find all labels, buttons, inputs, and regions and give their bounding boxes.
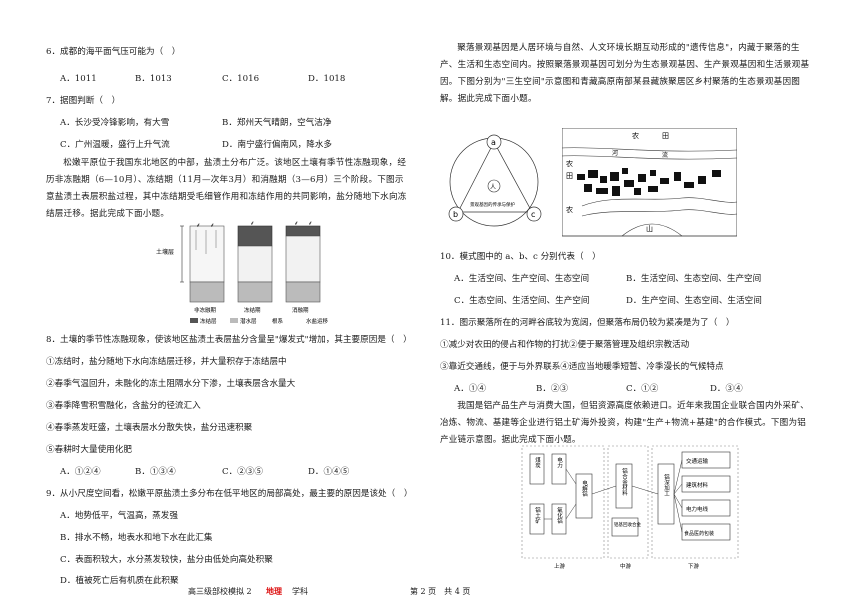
col-label-1: 非冻融期 (194, 306, 217, 314)
q10-option-c: C．生态空间、生活空间、生产空间 (454, 296, 590, 306)
q9-option-c: C．表面积较大，水分蒸发较快，盐分由低处向高处积聚 (60, 555, 273, 565)
map-label-1: 农 (632, 131, 639, 140)
q8-stem: 8．土壤的季节性冻融现象，使该地区盐渍土表层盐分含量呈"爆发式"增加，其主要原因… (46, 335, 412, 345)
q9-option-b: B．排水不畅，地表水和地下水在此汇集 (60, 533, 213, 543)
footer-suffix: 学科 (292, 587, 308, 596)
svg-text:⸙: ⸙ (210, 222, 215, 229)
stage-mid: 中游 (620, 562, 632, 570)
footer-subject: 地理 (266, 586, 282, 596)
legend-migration: 水盐运移 (306, 317, 329, 325)
q7-stem: 7．据图判断（ ） (46, 96, 121, 106)
legend-frozen: 冻结层 (200, 317, 217, 325)
svg-text:⸙: ⸙ (250, 220, 255, 227)
q7-option-a: A．长沙受冷锋影响，有大雪 (60, 118, 170, 128)
q8-item-5: ⑤春耕时大量使用化肥 (46, 445, 132, 455)
q7-option-d: D．南宁盛行偏南风，降水多 (222, 140, 333, 150)
map-label-5: 农 (566, 159, 573, 168)
q10-option-b: B．生活空间、生态空间、生产空间 (626, 274, 762, 284)
soil-salinization-figure: 土壤层 ⸙⸙ ⸙ ⸙⸙ (156, 220, 329, 325)
chain-power: 电力 (556, 456, 563, 470)
map-label-7: 农 (566, 205, 573, 214)
col-label-2: 冻结期 (244, 306, 261, 314)
settlement-map-figure: 农 田 河 流 农 田 农 山 (562, 128, 737, 237)
q11-option-b: B．②③ (536, 384, 569, 394)
node-b: b (453, 210, 458, 219)
q8-option-c: C．②③⑤ (222, 467, 263, 477)
q9-option-d: D．植被死亡后有机质在此积聚 (60, 576, 179, 586)
q10-stem: 10．模式图中的 a、b、c 分别代表（ ） (440, 252, 601, 262)
aluminum-chain-figure: 煤炭 电力 铝土矿 氧化铝 电解铝 铝合金材料 铝深加工 铝基回收合金 交通运输… (521, 445, 739, 570)
stage-down: 下游 (688, 562, 700, 570)
q6-stem: 6．成都的海平面气压可能为（ ） (46, 47, 181, 57)
q11-option-c: C．①② (626, 384, 659, 394)
q7-option-c: C．广州温暖，盛行上升气流 (60, 140, 170, 150)
chain-alloy: 铝合金材料 (621, 467, 628, 497)
soil-layer-label: 土壤层 (156, 248, 174, 256)
inner-text: 景观基因的传承与保护 (470, 201, 515, 208)
q8-item-4: ④春季蒸发旺盛，土壤表层水分散失快，盐分迅速积聚 (46, 423, 253, 433)
map-label-8: 山 (646, 224, 653, 233)
svg-text:⸙: ⸙ (308, 220, 313, 227)
svg-text:⸙: ⸙ (294, 220, 299, 227)
soil-column-3: ⸙⸙ (285, 220, 321, 303)
chain-packaging: 食品医药包装 (684, 530, 714, 537)
q10-option-a: A．生活空间、生产空间、生态空间 (454, 274, 590, 284)
map-label-2: 田 (662, 132, 669, 140)
passage-settlement: 聚落景观基因是人居环境与自然、人文环境长期互动形成的"遗传信息"，内藏于聚落的生… (440, 43, 810, 104)
chain-bauxite: 铝土矿 (534, 506, 541, 525)
q6-option-d: D．1018 (308, 74, 346, 84)
passage-aluminum: 我国是铝产品生产与消费大国，但铝资源高度依赖进口。近年来我国企业联合国内外采矿、… (440, 401, 809, 445)
legend-roots: 根系 (272, 317, 284, 325)
q9-option-a: A．地势低平，气温高，蒸发强 (60, 511, 178, 521)
q6-option-b: B．1013 (135, 74, 172, 84)
q6-option-c: C．1016 (222, 74, 260, 84)
chain-electrolytic: 电解铝 (581, 479, 588, 498)
q8-option-a: A．①②④ (60, 467, 101, 477)
q8-option-b: B．①③④ (135, 467, 176, 477)
q7-option-b: B．郑州天气晴朗，空气洁净 (222, 118, 332, 128)
q11-option-a: A．①④ (454, 384, 486, 394)
node-center: 人 (490, 184, 496, 191)
three-spaces-figure: a b c 人 景观基因的传承与保护 (448, 134, 542, 227)
map-label-6: 田 (566, 172, 573, 180)
col-label-3: 消融期 (292, 306, 309, 314)
soil-column-1: ⸙⸙ (189, 222, 225, 303)
q8-option-d: D．①④⑤ (308, 467, 350, 477)
footer-school: 高三级部校模拟 2 (188, 587, 252, 596)
chain-wire: 电力电线 (686, 505, 709, 513)
chain-recycle: 铝基回收合金 (614, 521, 641, 528)
passage-soil: 松嫩平原位于我国东北地区的中部，盐渍土分布广泛。该地区土壤有季节性冻融现象，经历… (46, 158, 407, 219)
chain-deep: 铝深加工 (663, 473, 670, 497)
map-label-3: 河 (612, 149, 618, 157)
q10-option-d: D．生产空间、生态空间、生活空间 (626, 296, 762, 306)
node-c: c (531, 210, 535, 219)
stage-up: 上游 (554, 562, 566, 570)
q11-line-1: ①减少对农田的侵占和作物的打扰②便于聚落管理及组织宗教活动 (440, 340, 690, 350)
soil-column-2: ⸙ (237, 220, 273, 303)
chain-alumina: 氧化铝 (556, 506, 563, 525)
legend-water: 潜水层 (240, 317, 257, 325)
q9-stem: 9．从小尺度空间看，松嫩平原盐渍土多分布在低平地区的局部高处，最主要的原因是该处… (46, 489, 413, 499)
q8-item-2: ②春季气温回升，未融化的冻土阻隔水分下渗，土壤表层含水量大 (46, 379, 296, 389)
q11-line-2: ③靠近交通线，便于与外界联系④适应当地暖季短暂、冷季漫长的气候特点 (440, 362, 724, 372)
q8-item-3: ③春季降雪积雪融化，含盐分的径流汇入 (46, 401, 201, 411)
q8-item-1: ①冻结时，盐分随地下水向冻结层迁移，并大量积存于冻结层中 (46, 357, 287, 367)
q11-option-d: D．③④ (710, 384, 743, 394)
q11-stem: 11．图示聚落所在的河畔谷底较为宽阔，但聚落布局仍较为紧凑是为了（ ） (440, 318, 735, 328)
footer-page: 第 2 页 共 4 页 (410, 587, 471, 596)
chain-coal: 煤炭 (534, 456, 541, 470)
chain-transport: 交通运输 (686, 457, 709, 465)
node-a: a (491, 138, 496, 147)
q6-option-a: A．1011 (60, 74, 97, 84)
svg-text:⸙: ⸙ (196, 222, 201, 229)
map-label-4: 流 (662, 151, 668, 159)
chain-building: 建筑材料 (686, 481, 709, 489)
